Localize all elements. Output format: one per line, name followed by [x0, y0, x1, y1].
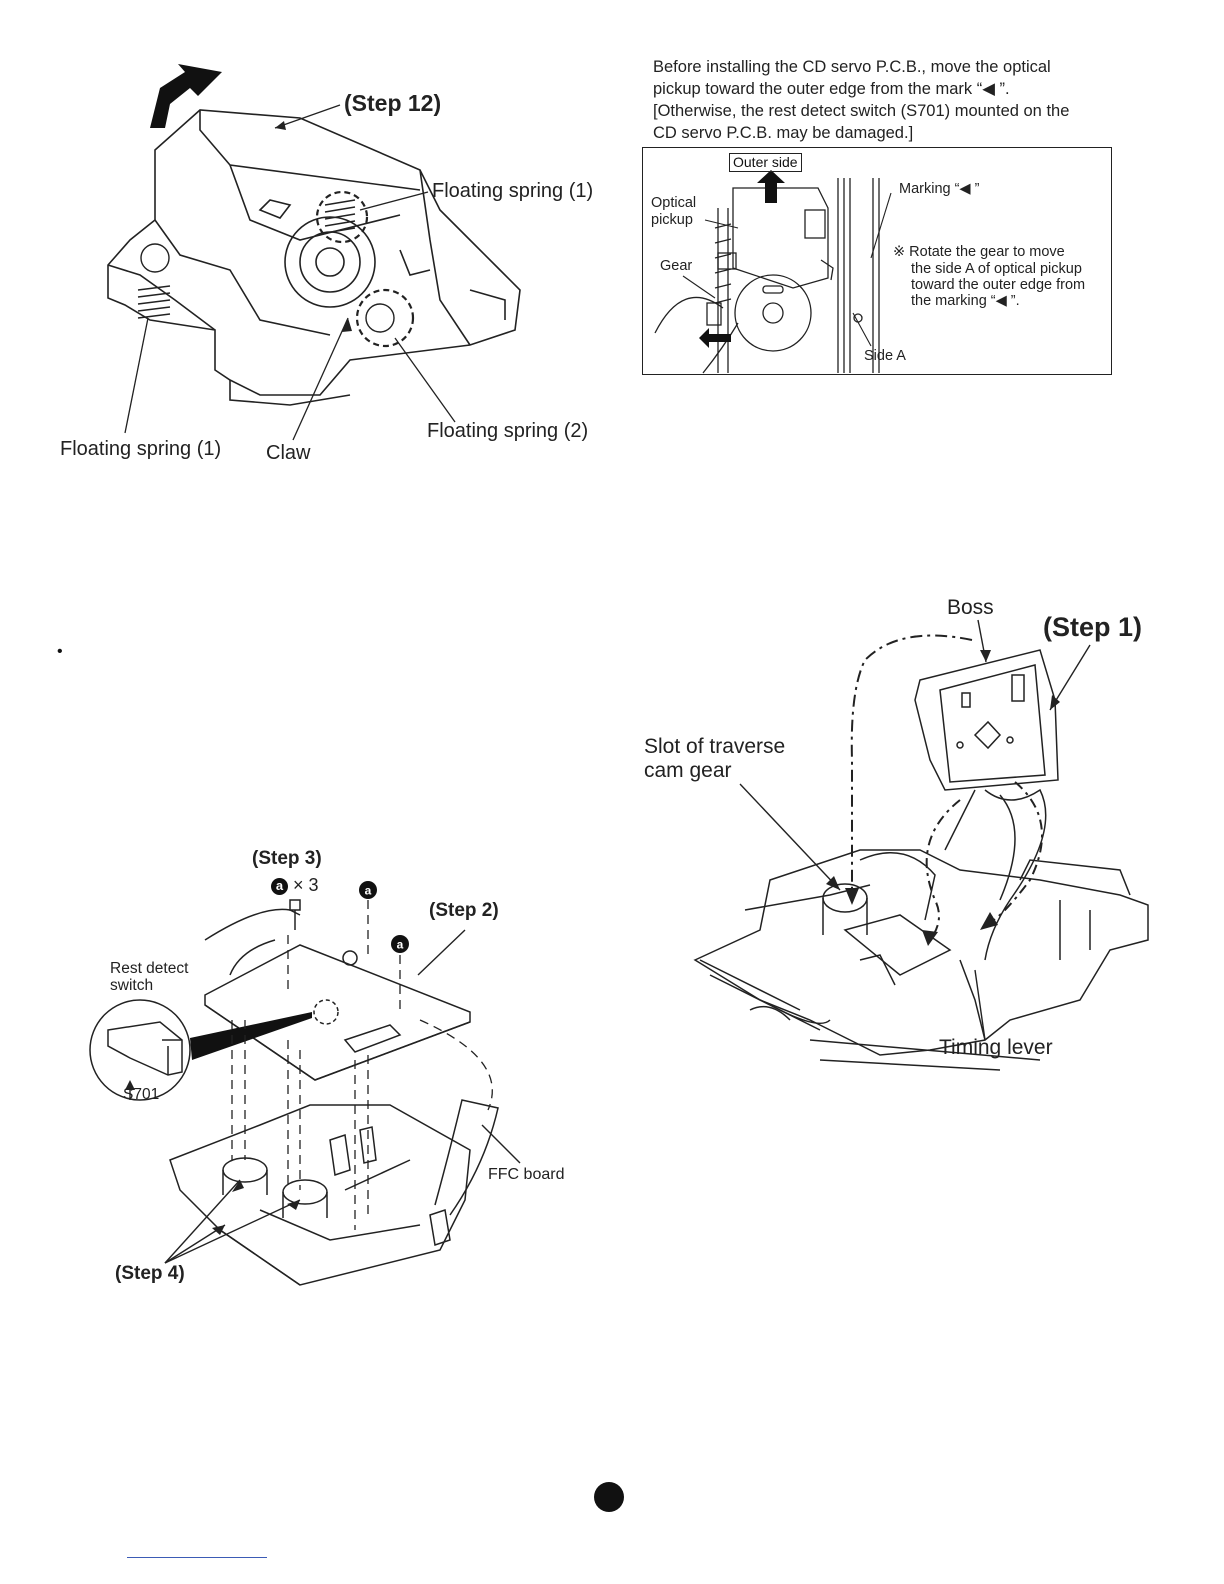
rotate-note-line-1: ※ Rotate the gear to move — [893, 244, 1065, 260]
outer-side-arrow-icon — [757, 170, 785, 203]
lift-arrow-icon — [150, 64, 222, 128]
gear-label: Gear — [660, 258, 693, 274]
note-line-2: pickup toward the outer edge from the ma… — [653, 80, 1010, 98]
screw-a-marker-icon — [359, 881, 377, 899]
pickup-label: pickup — [651, 212, 693, 228]
note-line-1: Before installing the CD servo P.C.B., m… — [653, 58, 1051, 76]
step-3-label: (Step 3) — [252, 848, 322, 869]
rotate-note-line-2: the side A of optical pickup — [911, 261, 1082, 277]
step-1-label: (Step 1) — [1043, 612, 1143, 642]
screw-a-badge: a — [271, 877, 288, 895]
step-12-label: (Step 12) — [344, 90, 442, 116]
floating-spring-1-top-label: Floating spring (1) — [432, 180, 594, 202]
optical-pickup-inset: Outer side Optical pickup Gear Marking “… — [642, 147, 1112, 375]
claw-label: Claw — [266, 442, 311, 464]
screw-a-letter: a — [365, 884, 372, 898]
outer-side-label: Outer side — [729, 153, 802, 172]
rotate-direction-arrow-icon — [699, 328, 731, 348]
slot-label-2: cam gear — [644, 759, 732, 782]
rest-detect-label-2: switch — [110, 977, 154, 994]
note-line-4: CD servo P.C.B. may be damaged.] — [653, 124, 914, 142]
step-2-label: (Step 2) — [429, 900, 499, 921]
optical-label: Optical — [651, 195, 697, 211]
note-line-3: [Otherwise, the rest detect switch (S701… — [653, 102, 1070, 120]
floating-spring-2-label: Floating spring (2) — [427, 420, 589, 442]
installation-note: Before installing the CD servo P.C.B., m… — [653, 56, 1123, 144]
screw-count-label: a × 3 — [271, 875, 319, 896]
floating-spring-1-bottom-label: Floating spring (1) — [60, 438, 222, 460]
screw-a-marker-icon — [391, 935, 409, 953]
inset-illustration — [654, 170, 892, 374]
bullet-marker: • — [57, 643, 63, 660]
footer-link-underline — [127, 1557, 267, 1558]
side-a-label: Side A — [864, 348, 906, 364]
rest-detect-label-1: Rest detect — [110, 960, 189, 977]
screw-a-letter: a — [397, 938, 404, 952]
page-number-disc — [594, 1482, 624, 1512]
slot-label-1: Slot of traverse — [644, 735, 786, 758]
boss-label: Boss — [947, 596, 994, 619]
timing-lever-label: Timing lever — [939, 1036, 1053, 1059]
ffc-board-label: FFC board — [488, 1166, 565, 1183]
s701-label: S701 — [123, 1086, 160, 1103]
rotate-note-line-3: toward the outer edge from — [911, 277, 1086, 293]
marking-label: Marking “◀ ” — [899, 181, 980, 197]
screw-count-times: × 3 — [293, 875, 319, 895]
rotate-note-line-4: the marking “◀ ”. — [911, 293, 1020, 309]
step-4-label: (Step 4) — [115, 1263, 185, 1284]
